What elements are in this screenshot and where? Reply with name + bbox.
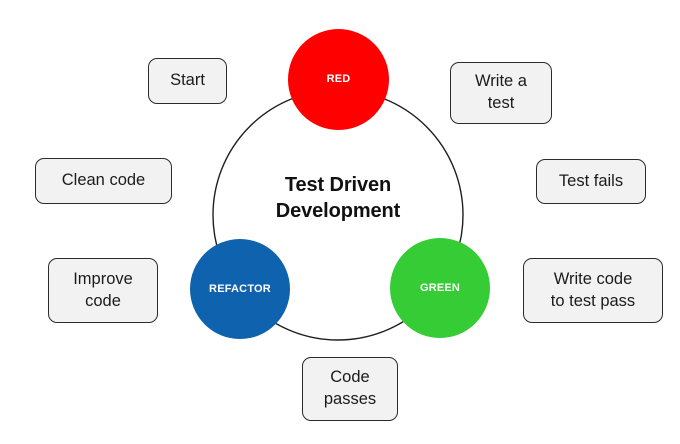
note-start-line-1: Start [170, 71, 205, 90]
note-box-test-fails[interactable]: Test fails [536, 159, 646, 204]
note-write-code-text: Write code to test pass [551, 269, 635, 313]
phase-node-green[interactable]: GREEN [390, 238, 490, 338]
note-box-improve-code[interactable]: Improve code [48, 258, 158, 323]
note-box-write-a-test[interactable]: Write a test [450, 62, 552, 124]
note-code-passes-text: Code passes [324, 367, 376, 411]
phase-label-red: RED [326, 73, 351, 85]
diagram-center-title: Test Driven Development [238, 173, 438, 224]
note-code-passes-line-1: Code [330, 368, 370, 387]
note-box-clean-code[interactable]: Clean code [35, 158, 172, 204]
note-clean-code-line-1: Clean code [61, 171, 146, 190]
note-code-passes-line-2: passes [323, 390, 377, 408]
note-box-code-passes[interactable]: Code passes [302, 357, 398, 421]
note-test-fails-line-1: Test fails [558, 171, 624, 190]
note-write-code-line-2: to test pass [550, 291, 636, 310]
note-improve-code-text: Improve code [73, 269, 133, 313]
note-write-a-test-line-1: Write a [475, 72, 527, 91]
note-improve-code-line-1: Improve [73, 269, 133, 288]
phase-node-refactor[interactable]: REFACTOR [190, 239, 290, 339]
note-box-write-code-to-test-pass[interactable]: Write code to test pass [523, 258, 663, 323]
note-box-start[interactable]: Start [148, 58, 227, 104]
phase-node-red[interactable]: RED [288, 29, 389, 130]
note-test-fails-text: Test fails [559, 171, 623, 193]
note-clean-code-text: Clean code [62, 170, 145, 192]
phase-label-refactor: REFACTOR [209, 282, 271, 295]
note-start-text: Start [170, 70, 205, 92]
note-improve-code-line-2: code [85, 291, 121, 310]
center-title-line-2: Development [275, 199, 401, 222]
note-write-a-test-line-2: test [487, 94, 515, 112]
note-write-code-line-1: Write code [553, 269, 633, 288]
note-write-a-test-text: Write a test [475, 71, 527, 115]
phase-label-green: GREEN [419, 281, 461, 294]
center-title-line-1: Test Driven [284, 174, 392, 196]
